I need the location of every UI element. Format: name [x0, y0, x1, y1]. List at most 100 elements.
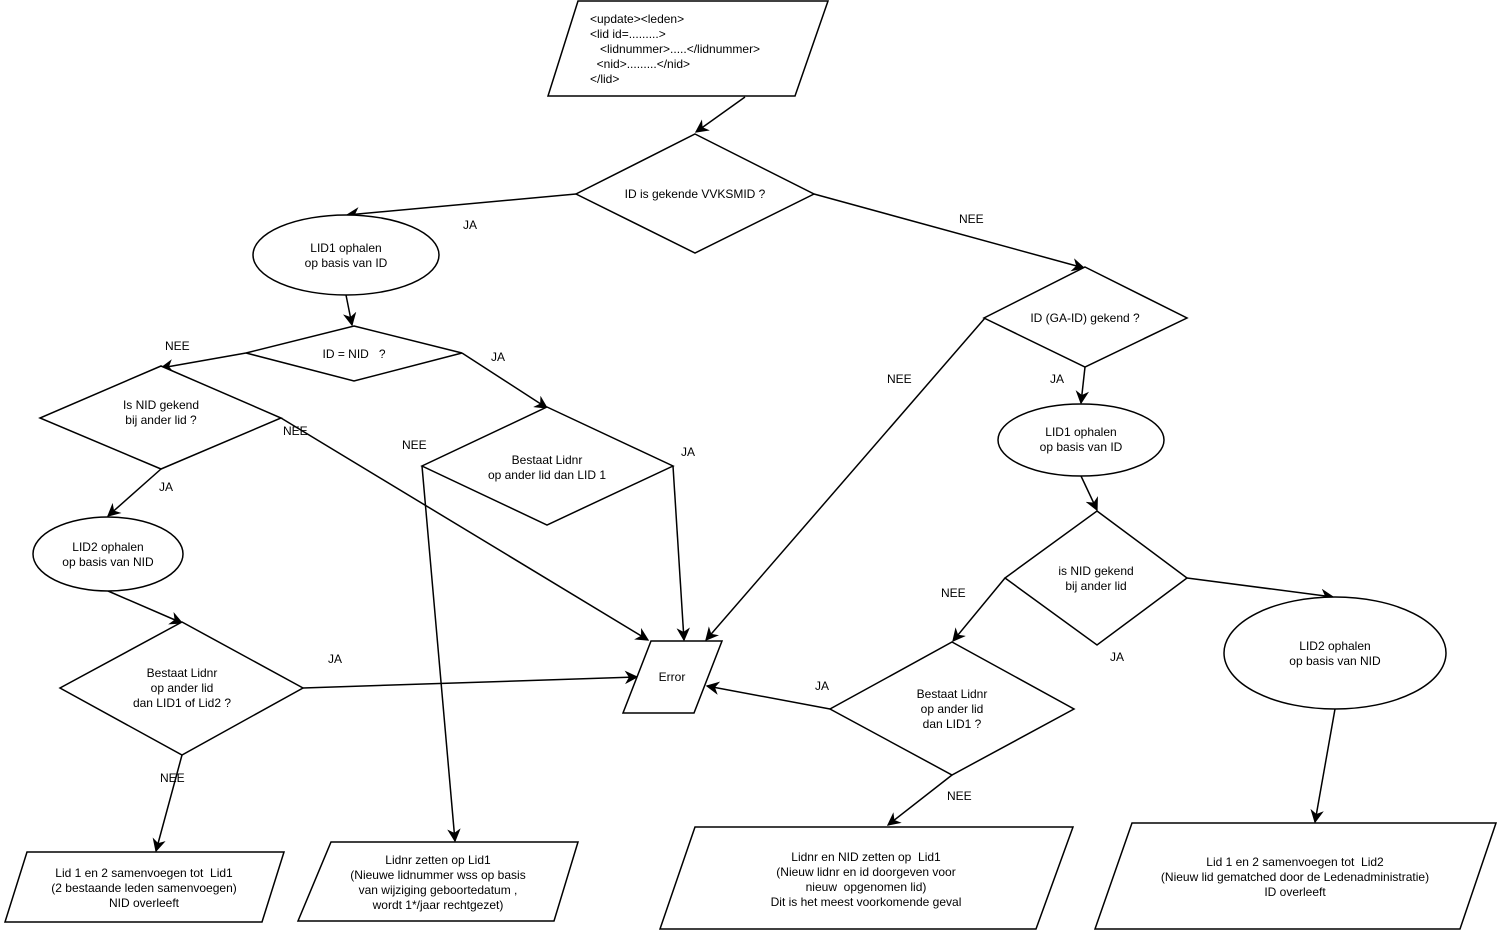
node-text: LID1 ophalen [1045, 425, 1116, 439]
node-text: <lidnummer>.....</lidnummer> [590, 42, 760, 56]
node-text: <update><leden> [590, 12, 684, 26]
edge-nid-ander-right-nee [952, 577, 1006, 643]
output-merge-lid2: Lid 1 en 2 samenvoegen tot Lid2 (Nieuw l… [1093, 822, 1498, 930]
decision-nid-ander-lid-right: is NID gekend bij ander lid [1003, 510, 1189, 646]
node-text: ID overleeft [1264, 885, 1326, 899]
edge-gaid-ja [1075, 366, 1090, 405]
node-text: NID overleeft [109, 896, 180, 910]
node-text: Lidnr en NID zetten op Lid1 [791, 850, 941, 864]
edge-nid-ander-right-ja [1186, 577, 1335, 603]
decision-lidnr-lid1-of-lid2: Bestaat Lidnr op ander lid dan LID1 of L… [58, 621, 305, 756]
node-text: Lid 1 en 2 samenvoegen tot Lid2 [1206, 855, 1384, 869]
edge-lidnr12-ja [302, 670, 639, 689]
decision-id-equals-nid: ID = NID ? [245, 325, 463, 382]
node-text: </lid> [590, 72, 619, 86]
edge-lidnr12-nee [152, 754, 183, 853]
label-nee-lidnr-mid: NEE [402, 438, 427, 452]
node-text: op ander lid dan LID 1 [488, 468, 606, 482]
node-text: wordt 1*/jaar rechtgezet) [372, 898, 504, 912]
label-nee-gaid: NEE [887, 372, 912, 386]
node-text: op basis van NID [62, 555, 154, 569]
edge-labels: JA NEE NEE JA NEE JA NEE JA JA NEE NEE J… [159, 212, 1124, 803]
edge-vvksmid-nee [813, 193, 1086, 272]
node-input-xml: <update><leden> <lid id=.........> <lidn… [546, 0, 830, 97]
edge-vvksmid-ja [345, 193, 577, 221]
process-lid2-ophalen-right: LID2 ophalen op basis van NID [1223, 596, 1447, 710]
edge-lidnr-right-nee [886, 774, 953, 826]
edges [106, 96, 1336, 853]
label-ja-nid-ander-right: JA [1110, 650, 1124, 664]
node-text: op basis van ID [305, 256, 388, 270]
edge-lidnr-mid-ja [672, 465, 690, 642]
node-text: <nid>.........</nid> [590, 57, 690, 71]
node-text: van wijziging geboortedatum , [359, 883, 518, 897]
node-text: op basis van ID [1040, 440, 1123, 454]
node-text: ID = NID ? [322, 347, 385, 361]
node-text: (2 bestaande leden samenvoegen) [51, 881, 236, 895]
label-nee-lidnr-lid12: NEE [160, 771, 185, 785]
label-ja-lidnr-lid12: JA [328, 652, 342, 666]
process-lid1-ophalen-right: LID1 ophalen op basis van ID [997, 403, 1165, 477]
label-nee-id-nid: NEE [165, 339, 190, 353]
node-text: is NID gekend [1058, 564, 1133, 578]
nodes: <update><leden> <lid id=.........> <lidn… [3, 0, 1498, 930]
node-text: op ander lid [921, 702, 984, 716]
label-nee-nid-ander-left: NEE [283, 424, 308, 438]
edge-lidnr-mid-nee [421, 465, 461, 843]
node-text: ID (GA-ID) gekend ? [1030, 311, 1140, 325]
node-text: op basis van NID [1289, 654, 1381, 668]
edge-lid2-left-to-lidnr12 [107, 590, 184, 625]
label-nee-lidnr-right: NEE [947, 789, 972, 803]
node-text: LID2 ophalen [72, 540, 143, 554]
edge-nid-ander-left-ja [106, 468, 162, 517]
node-text: bij ander lid ? [125, 413, 197, 427]
edge-input-to-vvksmid [694, 96, 746, 133]
decision-ga-id: ID (GA-ID) gekend ? [982, 266, 1189, 368]
decision-nid-ander-lid-left: Is NID gekend bij ander lid ? [38, 365, 283, 470]
node-text: ID is gekende VVKSMID ? [625, 187, 766, 201]
edge-lid1-right-to-nid [1080, 475, 1098, 512]
edge-gaid-nee [705, 317, 986, 642]
node-text: (Nieuwe lidnummer wss op basis [350, 868, 525, 882]
edge-nid-ander-left-nee [280, 417, 650, 641]
node-text: Bestaat Lidnr [512, 453, 583, 467]
label-ja-id-nid: JA [491, 350, 505, 364]
node-text: Lid 1 en 2 samenvoegen tot Lid1 [55, 866, 233, 880]
node-text: (Nieuw lidnr en id doorgeven voor [776, 865, 955, 879]
label-ja-lidnr-right: JA [815, 679, 829, 693]
label-nee-vvksmid: NEE [959, 212, 984, 226]
node-text: Bestaat Lidnr [147, 666, 218, 680]
node-text: LID2 ophalen [1299, 639, 1370, 653]
label-nee-nid-ander-right: NEE [941, 586, 966, 600]
edge-id-nid-ja [461, 352, 549, 409]
edge-lid1-to-id-nid [342, 294, 357, 327]
node-text: dan LID1 of Lid2 ? [133, 696, 231, 710]
edge-lid2-right-to-merge [1310, 708, 1336, 824]
label-ja-lidnr-mid: JA [681, 445, 695, 459]
process-lid2-ophalen-left: LID2 ophalen op basis van NID [32, 516, 184, 592]
label-ja-gaid: JA [1050, 372, 1064, 386]
edge-lidnr-right-ja [705, 681, 831, 710]
node-text: Is NID gekend [123, 398, 199, 412]
decision-lidnr-lid1-right: Bestaat Lidnr op ander lid dan LID1 ? [828, 641, 1076, 776]
node-text: Dit is het meest voorkomende geval [771, 895, 962, 909]
node-text: dan LID1 ? [923, 717, 982, 731]
edge-id-nid-nee [159, 352, 247, 373]
node-text: LID1 ophalen [310, 241, 381, 255]
output-error: Error [621, 640, 724, 714]
node-text: Error [659, 670, 686, 684]
label-ja-vvksmid: JA [463, 218, 477, 232]
label-ja-nid-ander-left: JA [159, 480, 173, 494]
node-text: Lidnr zetten op Lid1 [385, 853, 491, 867]
node-text: Bestaat Lidnr [917, 687, 988, 701]
decision-lidnr-lid1-middle: Bestaat Lidnr op ander lid dan LID 1 [420, 406, 675, 526]
node-text: <lid id=.........> [590, 27, 666, 41]
output-lidnr-zetten: Lidnr zetten op Lid1 (Nieuwe lidnummer w… [296, 841, 580, 922]
node-text: nieuw opgenomen lid) [806, 880, 927, 894]
process-lid1-ophalen-left: LID1 ophalen op basis van ID [252, 214, 440, 296]
output-lidnr-nid-zetten: Lidnr en NID zetten op Lid1 (Nieuw lidnr… [658, 826, 1075, 930]
node-text: op ander lid [151, 681, 214, 695]
node-text: bij ander lid [1065, 579, 1126, 593]
